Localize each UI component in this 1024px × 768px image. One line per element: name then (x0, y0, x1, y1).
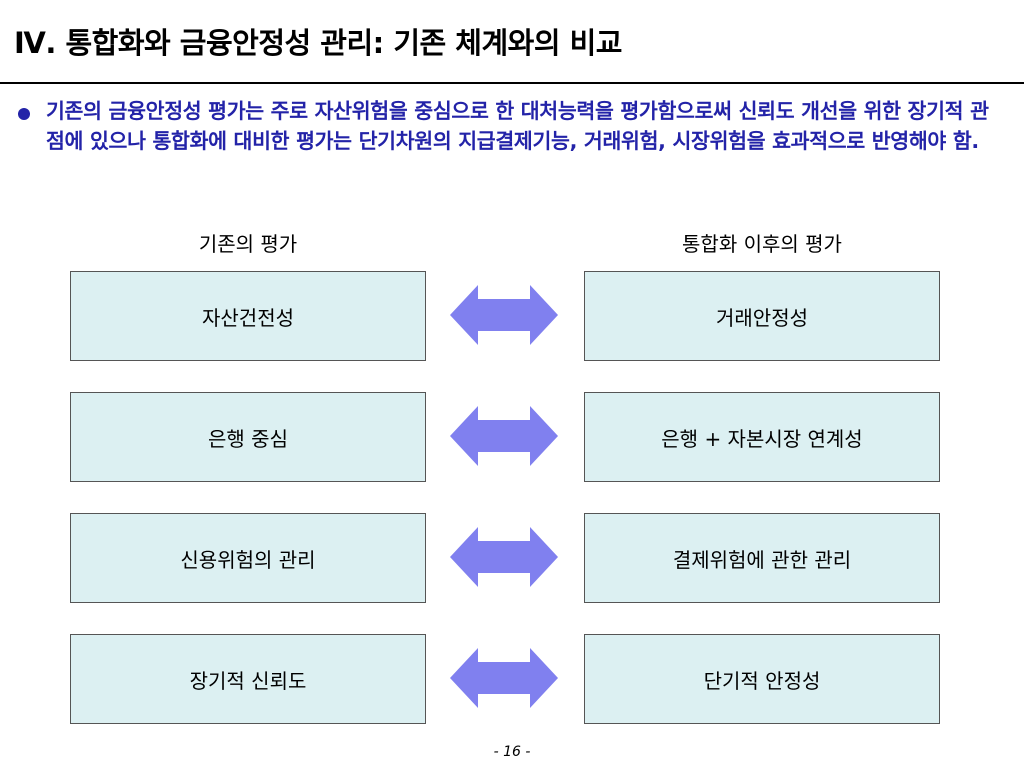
existing-evaluation-box: 장기적 신뢰도 (70, 634, 426, 724)
double-arrow-icon (450, 648, 558, 708)
integrated-evaluation-box: 거래안정성 (584, 271, 940, 361)
double-arrow-icon (450, 527, 558, 587)
left-column-header: 기존의 평가 (198, 232, 298, 256)
slide-title: Ⅳ. 통합화와 금융안정성 관리: 기존 체계와의 비교 (14, 26, 622, 60)
integrated-evaluation-box: 은행 + 자본시장 연계성 (584, 392, 940, 482)
bullet-text: 기존의 금융안정성 평가는 주로 자산위험을 중심으로 한 대처능력을 평가함으… (46, 99, 989, 153)
page-number: - 16 - (493, 744, 531, 760)
bullet-icon (18, 108, 30, 120)
existing-evaluation-box: 신용위험의 관리 (70, 513, 426, 603)
existing-evaluation-box: 자산건전성 (70, 271, 426, 361)
double-arrow-icon (450, 406, 558, 466)
double-arrow-icon (450, 285, 558, 345)
right-column-header: 통합화 이후의 평가 (682, 232, 842, 256)
title-divider (0, 82, 1024, 84)
existing-evaluation-box: 은행 중심 (70, 392, 426, 482)
integrated-evaluation-box: 단기적 안정성 (584, 634, 940, 724)
integrated-evaluation-box: 결제위험에 관한 관리 (584, 513, 940, 603)
